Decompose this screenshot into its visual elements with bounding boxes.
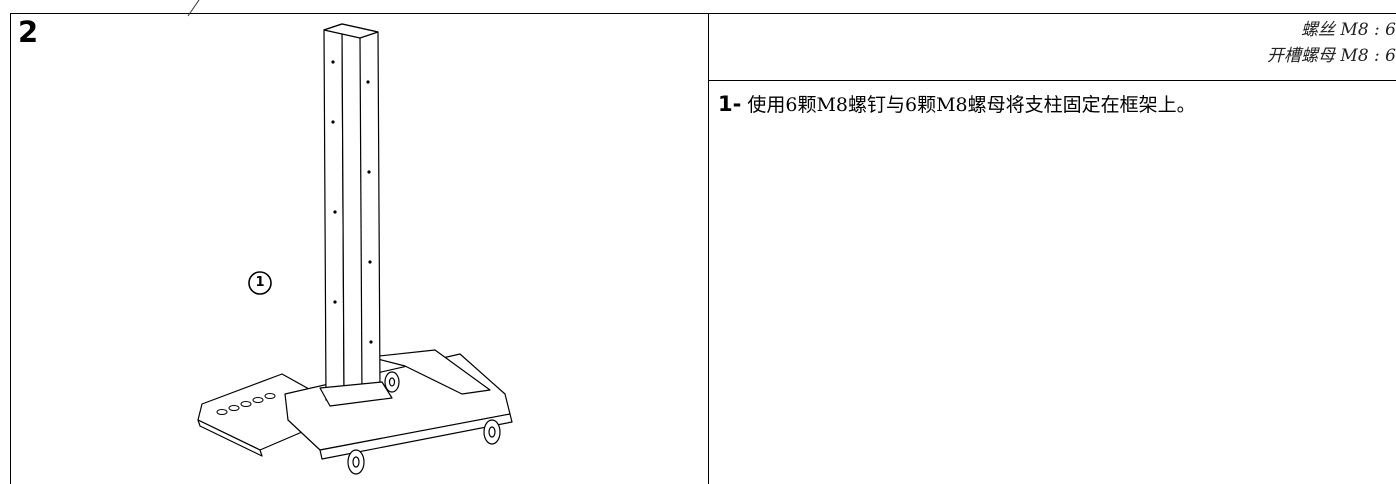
instruction-text: 使用6颗M8螺钉与6颗M8螺母将支柱固定在框架上。 (741, 94, 1196, 116)
column-top (323, 23, 379, 39)
instruction-line: 1- 使用6颗M8螺钉与6颗M8螺母将支柱固定在框架上。 (718, 91, 1196, 118)
hardware-item-nut: 开槽螺母 M8 : 6 (1267, 46, 1396, 66)
base-right-plate (369, 349, 491, 395)
part-callout-circle (248, 271, 272, 295)
hardware-item-screw: 螺丝 M8 : 6 (1301, 20, 1396, 40)
base-left-plate-edge (197, 419, 263, 457)
assembly-illustration (197, 23, 513, 475)
part-callout-number: 1 (255, 275, 265, 290)
column-divider (708, 13, 709, 484)
instruction-number: 1- (718, 92, 742, 116)
hardware-divider (708, 80, 1396, 81)
base-front-edge (319, 413, 513, 460)
column-foot (319, 381, 393, 407)
step-number: 2 (18, 15, 39, 49)
caster-wheels (347, 371, 501, 475)
leader-line (187, 0, 200, 17)
column-holes (331, 60, 373, 344)
hardware-list: 螺丝 M8 : 6 开槽螺母 M8 : 6 (1267, 17, 1396, 69)
page-frame (10, 13, 1396, 484)
base-slots (216, 393, 276, 415)
